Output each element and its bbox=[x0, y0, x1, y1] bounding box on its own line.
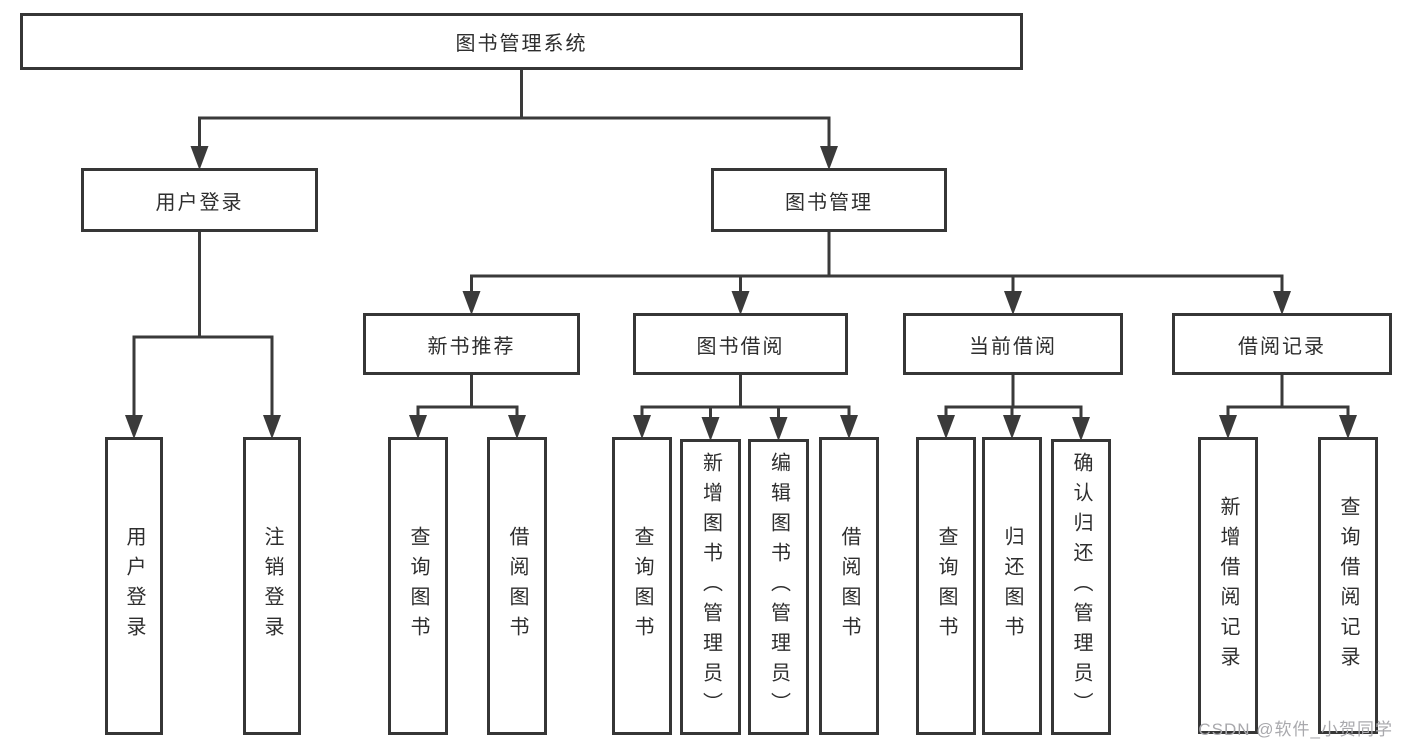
arrowhead-leaf-return-book bbox=[1003, 415, 1021, 439]
arrowhead-user-login bbox=[190, 146, 209, 170]
arrowhead-book-borrow bbox=[731, 291, 750, 315]
arrowhead-leaf-query-book-2 bbox=[633, 415, 651, 439]
node-label: 归还图书 bbox=[1001, 526, 1023, 646]
node-leaf-query-book-2: 查询图书 bbox=[612, 437, 672, 735]
node-label: 借阅记录 bbox=[1238, 335, 1326, 358]
node-book-mgmt: 图书管理 bbox=[711, 168, 947, 232]
node-label: 新增借阅记录 bbox=[1217, 495, 1239, 676]
arrowhead-leaf-add-record bbox=[1219, 415, 1237, 439]
arrowhead-leaf-user-login bbox=[125, 415, 143, 439]
node-leaf-add-record: 新增借阅记录 bbox=[1198, 437, 1258, 734]
node-label: 新书推荐 bbox=[427, 335, 516, 358]
arrowhead-leaf-confirm-return bbox=[1072, 417, 1090, 441]
node-label: 图书借阅 bbox=[696, 335, 785, 358]
node-label: 用户登录 bbox=[155, 191, 244, 214]
node-root: 图书管理系统 bbox=[20, 13, 1023, 70]
node-label: 注销登录 bbox=[261, 526, 283, 646]
node-label: 查询图书 bbox=[935, 526, 957, 646]
node-leaf-borrow-book-2: 借阅图书 bbox=[819, 437, 879, 735]
node-label: 当前借阅 bbox=[969, 335, 1057, 358]
arrowhead-leaf-query-record bbox=[1339, 415, 1357, 439]
arrowhead-book-mgmt bbox=[820, 146, 838, 170]
node-book-borrow: 图书借阅 bbox=[633, 313, 848, 375]
arrowhead-current-borrow bbox=[1004, 291, 1022, 315]
node-user-login: 用户登录 bbox=[81, 168, 318, 232]
arrowhead-borrow-record bbox=[1273, 291, 1291, 315]
node-label: 查询图书 bbox=[407, 526, 429, 646]
node-label: 确认归还（管理员） bbox=[1070, 452, 1092, 722]
node-new-book-rec: 新书推荐 bbox=[363, 313, 580, 375]
node-leaf-user-login: 用户登录 bbox=[105, 437, 163, 735]
node-label: 编辑图书（管理员） bbox=[767, 452, 790, 722]
node-label: 用户登录 bbox=[123, 526, 145, 646]
node-leaf-add-book: 新增图书（管理员） bbox=[680, 439, 741, 735]
node-current-borrow: 当前借阅 bbox=[903, 313, 1123, 375]
node-leaf-confirm-return: 确认归还（管理员） bbox=[1051, 439, 1111, 735]
node-label: 图书管理 bbox=[785, 191, 873, 214]
arrowhead-leaf-query-book-3 bbox=[937, 415, 955, 439]
node-label: 图书管理系统 bbox=[455, 33, 588, 55]
arrowhead-leaf-query-book-1 bbox=[409, 415, 427, 439]
node-label: 新增图书（管理员） bbox=[699, 452, 722, 722]
watermark: CSDN @软件_小贺同学 bbox=[1198, 720, 1393, 739]
node-label: 借阅图书 bbox=[838, 526, 860, 646]
arrowhead-leaf-add-book bbox=[701, 417, 720, 441]
node-leaf-query-book-1: 查询图书 bbox=[388, 437, 448, 735]
node-leaf-query-book-3: 查询图书 bbox=[916, 437, 976, 735]
arrowhead-leaf-borrow-book-2 bbox=[840, 415, 858, 439]
node-label: 查询借阅记录 bbox=[1337, 495, 1359, 676]
arrowhead-new-book-rec bbox=[462, 291, 481, 315]
node-leaf-return-book: 归还图书 bbox=[982, 437, 1042, 735]
node-label: 查询图书 bbox=[631, 526, 653, 646]
node-leaf-edit-book: 编辑图书（管理员） bbox=[748, 439, 809, 735]
node-borrow-record: 借阅记录 bbox=[1172, 313, 1392, 375]
arrowhead-leaf-edit-book bbox=[769, 417, 788, 441]
node-label: 借阅图书 bbox=[506, 526, 528, 646]
arrowhead-leaf-borrow-book-1 bbox=[508, 415, 526, 439]
node-leaf-logout: 注销登录 bbox=[243, 437, 301, 735]
node-leaf-query-record: 查询借阅记录 bbox=[1318, 437, 1378, 734]
arrowhead-leaf-logout bbox=[263, 415, 281, 439]
node-leaf-borrow-book-1: 借阅图书 bbox=[487, 437, 547, 735]
